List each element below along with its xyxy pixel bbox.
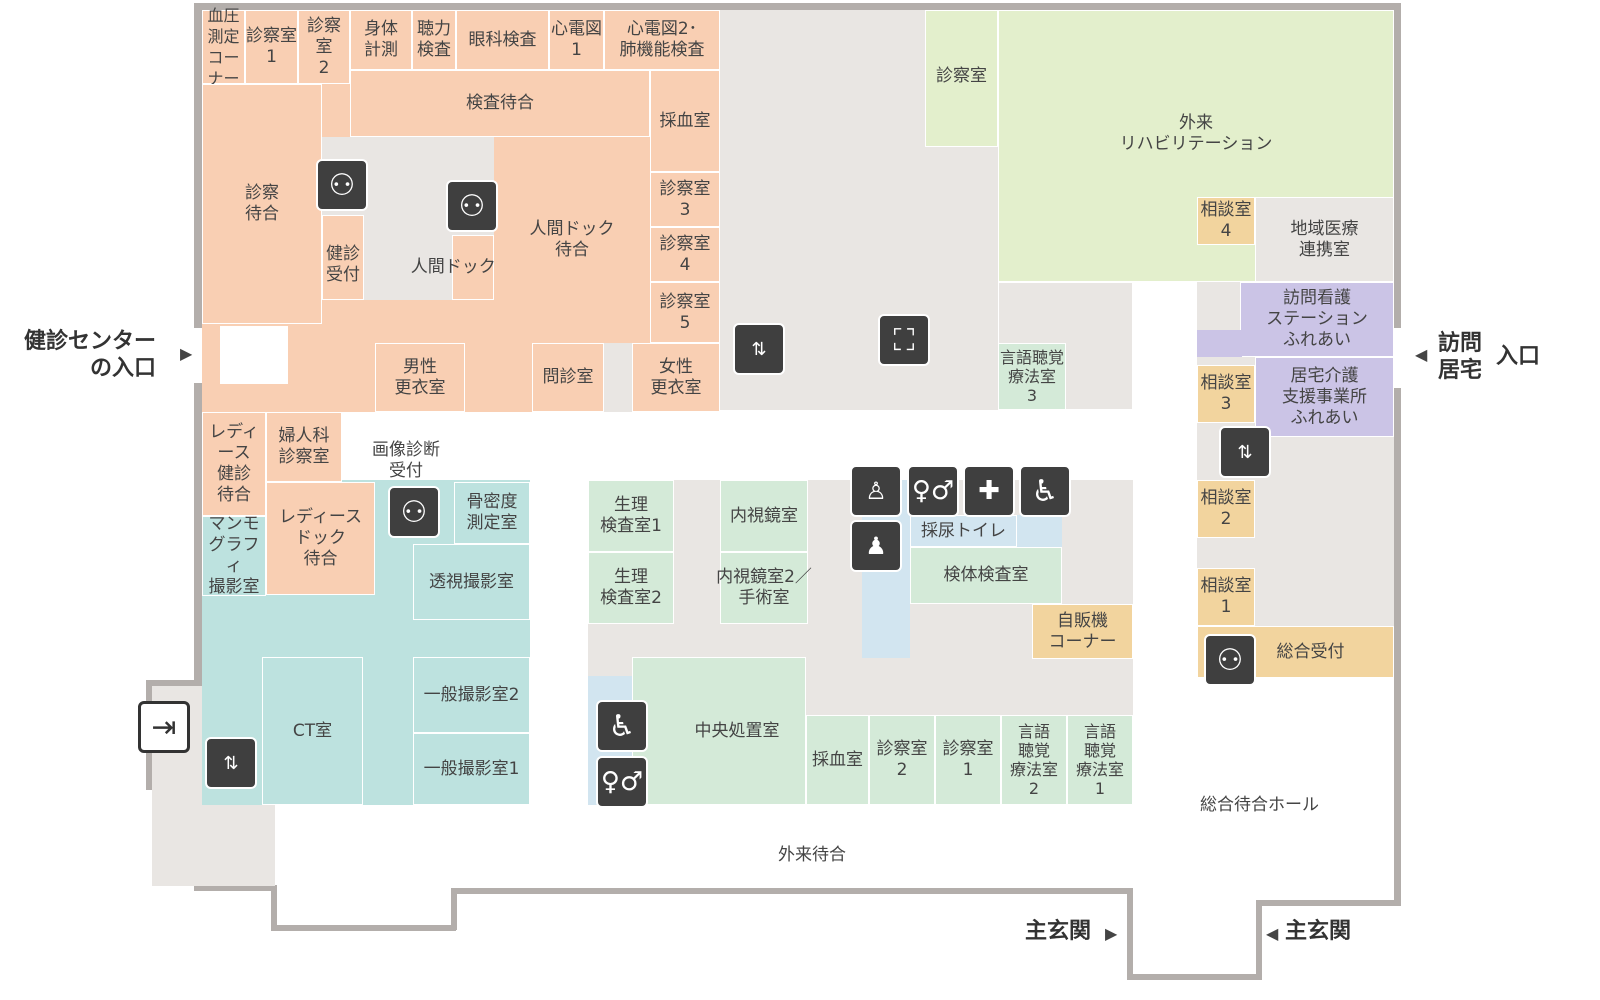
elevator-icon: ⇅ <box>733 323 785 375</box>
reception-icon: ⚇ <box>388 486 440 538</box>
area-exam-waiting-2: 診察 待合 <box>202 84 322 324</box>
room-exam-4: 診察室 4 <box>650 227 720 282</box>
arrow-right-icon: ▶ <box>1105 924 1118 943</box>
room-speech-therapy-3: 言語聴覚 療法室 3 <box>998 343 1066 410</box>
wall <box>146 680 202 686</box>
arrow-left-icon: ◀ <box>1266 924 1279 943</box>
wall <box>271 885 277 930</box>
checkup-reception: 健診 受付 <box>322 215 364 300</box>
room-bone-density: 骨密度 測定室 <box>454 482 530 544</box>
room-consult-2: 相談室 2 <box>1197 480 1255 538</box>
area-ladies-dock-waiting: レディース ドック 待合 <box>266 482 375 595</box>
elevator-icon: ⇅ <box>205 737 257 789</box>
room-general-xray-2: 一般撮影室2 <box>413 657 530 733</box>
restroom-icon: ♀♂ <box>907 465 959 517</box>
room-fluoroscopy: 透視撮影室 <box>413 544 530 620</box>
room-consult-4: 相談室 4 <box>1197 197 1255 245</box>
area-ladies-waiting: レディース 健診 待合 <box>202 412 266 516</box>
room-endoscopy: 内視鏡室 <box>720 480 808 552</box>
room-consult-3: 相談室 3 <box>1197 365 1255 423</box>
room-home-nursing <box>1197 330 1242 357</box>
room-female-changing: 女性 更衣室 <box>632 343 720 412</box>
room-exam-1: 診察室 1 <box>245 10 298 84</box>
corridor <box>604 343 632 412</box>
room-speech-therapy-1: 言語 聴覚 療法室 1 <box>1067 715 1133 805</box>
room-exam-3: 診察室 3 <box>650 172 720 227</box>
home-visit-entrance-suffix: 入口 <box>1496 344 1541 369</box>
elevator-icon: ⇅ <box>1219 426 1271 478</box>
room-body-measure: 身体 計測 <box>350 10 412 70</box>
room-endoscopy-2: 内視鏡室2／ 手術室 <box>716 552 812 624</box>
dock-reception: 人間ドック 受付 <box>411 235 535 300</box>
room-specimen: 検体検査室 <box>910 547 1062 604</box>
wall <box>194 3 1401 11</box>
room-exam-m2: 診察室 2 <box>869 715 935 805</box>
room-ecg2: 心電図2･ 肺機能検査 <box>604 10 720 70</box>
arrow-right-icon: ▶ <box>180 344 193 363</box>
child-seat-icon: ♟ <box>850 520 902 572</box>
imaging-reception-label: 画像診断 受付 <box>372 440 440 481</box>
room-ct: CT室 <box>262 657 363 805</box>
wall <box>194 3 202 328</box>
room-blood-2: 採血室 <box>806 715 869 805</box>
baby-changing-icon: ♙ <box>850 465 902 517</box>
room-blood: 採血室 <box>650 70 720 172</box>
reception-icon: ⚇ <box>1204 634 1256 686</box>
reception-icon: ⚇ <box>316 159 368 211</box>
wall <box>194 885 276 891</box>
reception-icon: ⚇ <box>446 180 498 232</box>
emergency-exit-icon: ⇥ <box>138 701 190 753</box>
main-entrance-left-label: 主玄関 <box>1025 919 1092 944</box>
wall <box>194 383 202 683</box>
main-entrance-right-label: 主玄関 <box>1285 919 1352 944</box>
area-outpatient-waiting: 外来待合 <box>778 845 846 865</box>
room-eye: 眼科検査 <box>456 10 549 70</box>
room-regional-liaison: 地域医療 連携室 <box>1255 197 1394 282</box>
room-male-changing: 男性 更衣室 <box>375 343 465 412</box>
room-bp-corner: 血圧 測定 コーナー <box>202 6 245 88</box>
wall <box>1127 974 1262 980</box>
room-ecg1: 心電図 1 <box>549 10 604 70</box>
room-physio-2: 生理 検査室2 <box>588 552 674 624</box>
area-dock-waiting: 人間ドック 待合 <box>494 137 650 343</box>
room-general-xray-1: 一般撮影室1 <box>413 733 530 805</box>
stairs-icon: ⛶ <box>878 314 930 366</box>
vending-corner: 自販機 コーナー <box>1032 604 1133 659</box>
wheelchair-icon: ♿ <box>1019 465 1071 517</box>
checkup-center-entrance-label: 健診センター の入口 <box>24 329 157 381</box>
room-care-support: 居宅介護 支援事業所 ふれあい <box>1255 357 1394 437</box>
arrow-left-icon: ◀ <box>1415 345 1428 364</box>
wall <box>451 888 1133 894</box>
room-exam-top: 診察室 <box>925 10 998 147</box>
wall <box>271 925 456 931</box>
room-exam-5: 診察室 5 <box>650 282 720 343</box>
wall <box>1256 900 1262 980</box>
room-exam-2: 診察室 2 <box>298 10 350 84</box>
room-gynecology: 婦人科 診察室 <box>266 412 342 482</box>
room-urine-toilet: 採尿トイレ <box>910 515 1017 547</box>
wall <box>1127 888 1133 980</box>
entrance-gap <box>220 326 288 384</box>
wall <box>1394 3 1401 328</box>
wheelchair-icon: ♿ <box>596 700 648 752</box>
room-home-nursing: 訪問看護 ステーション ふれあい <box>1240 282 1394 357</box>
room-speech-therapy-2: 言語 聴覚 療法室 2 <box>1001 715 1067 805</box>
wall <box>1256 900 1401 906</box>
wall <box>1394 388 1401 906</box>
room-mammography: マンモ グラフィ 撮影室 <box>202 514 266 597</box>
wall <box>451 888 457 930</box>
room-hearing: 聴力 検査 <box>412 10 456 70</box>
area-exam-waiting: 検査待合 <box>350 70 650 137</box>
room-consult-1: 相談室 1 <box>1197 568 1255 626</box>
restroom-area <box>1017 515 1062 547</box>
room-physio-1: 生理 検査室1 <box>588 480 674 552</box>
room-central-treatment: 中央処置室 <box>632 657 806 805</box>
room-interview: 問診室 <box>532 343 604 412</box>
home-visit-entrance-label: 訪問 居宅 <box>1438 331 1483 383</box>
area-general-waiting-hall: 総合待合ホール <box>1200 795 1319 815</box>
room-exam-m1: 診察室 1 <box>935 715 1001 805</box>
restroom-icon: ♀♂ <box>596 756 648 808</box>
ostomate-icon: ✚ <box>963 465 1015 517</box>
